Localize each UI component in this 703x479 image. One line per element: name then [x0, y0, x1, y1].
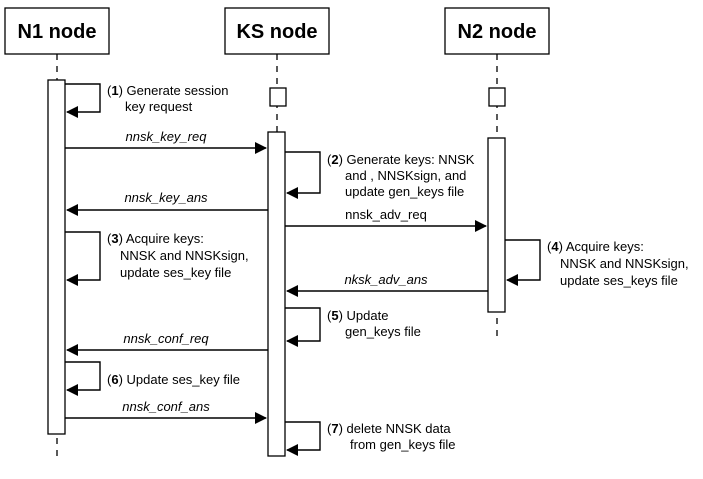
n2-activation-bar: [487, 137, 506, 313]
self-loop-4: [505, 239, 541, 286]
step-1-line1: Generate session: [123, 83, 229, 98]
msg-nnsk-key-req: nnsk_key_req: [126, 129, 208, 144]
step-3-line2: NNSK and NNSKsign,: [120, 248, 249, 263]
svg-text:(3) Acquire keys:: (3) Acquire keys:: [107, 231, 204, 246]
step-6-note: (6) Update ses_key file: [107, 372, 240, 387]
step-3-number: 3: [111, 231, 118, 246]
svg-text:(6) Update ses_key file: (6) Update ses_key file: [107, 372, 240, 387]
step-1-note: (1) Generate session key request: [107, 83, 228, 114]
svg-text:(5) Update: (5) Update: [327, 308, 388, 323]
step-6-number: 6: [111, 372, 118, 387]
ks-activation-bar: [267, 131, 286, 457]
step-4-line2: NNSK and NNSKsign,: [560, 256, 689, 271]
step-2-note: (2) Generate keys: NNSK and , NNSKsign, …: [327, 152, 475, 199]
msg-nnsk-conf-req: nnsk_conf_req: [123, 331, 209, 346]
n2-wait-box: [488, 87, 506, 107]
svg-text:(4) Acquire keys:: (4) Acquire keys:: [547, 239, 644, 254]
self-loop-7: [285, 421, 321, 456]
self-loop-6: [65, 361, 101, 396]
step-5-note: (5) Update gen_keys file: [327, 308, 421, 339]
step-1-line2: key request: [125, 99, 193, 114]
step-3-note: (3) Acquire keys: NNSK and NNSKsign, upd…: [107, 231, 249, 280]
step-5-line2: gen_keys file: [345, 324, 421, 339]
step-4-line1: Acquire keys:: [563, 239, 644, 254]
svg-text:(2) Generate keys: NNSK: (2) Generate keys: NNSK: [327, 152, 475, 167]
self-loop-5: [285, 307, 321, 347]
step-7-line2: from gen_keys file: [350, 437, 456, 452]
self-loop-3: [65, 231, 101, 286]
step-7-line1: delete NNSK data: [343, 421, 451, 436]
n2-node-title: N2 node: [458, 21, 537, 43]
step-3-line3: update ses_key file: [120, 265, 231, 280]
step-2-number: 2: [331, 152, 338, 167]
msg-nnsk-key-ans: nnsk_key_ans: [124, 190, 208, 205]
n2-node-box: N2 node: [444, 7, 550, 55]
self-loop-1: [65, 83, 101, 118]
msg-nksk-adv-ans: nksk_adv_ans: [344, 272, 428, 287]
step-7-number: 7: [331, 421, 338, 436]
step-1-number: 1: [111, 83, 118, 98]
step-5-line1: Update: [343, 308, 389, 323]
n1-node-box: N1 node: [4, 7, 110, 55]
step-4-number: 4: [551, 239, 559, 254]
step-6-line1: Update ses_key file: [123, 372, 240, 387]
msg-nnsk-conf-ans: nnsk_conf_ans: [122, 399, 210, 414]
n1-node-title: N1 node: [18, 21, 97, 43]
step-5-number: 5: [331, 308, 338, 323]
step-4-line3: update ses_keys file: [560, 273, 678, 288]
svg-text:(1) Generate session: (1) Generate session: [107, 83, 228, 98]
step-7-note: (7) delete NNSK data from gen_keys file: [327, 421, 456, 452]
step-3-line1: Acquire keys:: [123, 231, 204, 246]
ks-node-box: KS node: [224, 7, 330, 55]
step-4-note: (4) Acquire keys: NNSK and NNSKsign, upd…: [547, 239, 689, 288]
msg-nnsk-adv-req: nnsk_adv_req: [345, 207, 427, 222]
step-2-line2: and , NNSKsign, and: [345, 168, 466, 183]
step-2-line3: update gen_keys file: [345, 184, 464, 199]
svg-text:(7) delete NNSK data: (7) delete NNSK data: [327, 421, 451, 436]
ks-node-title: KS node: [236, 21, 317, 43]
self-loop-2: [285, 151, 321, 199]
n1-activation-bar: [47, 79, 66, 435]
step-2-line1: Generate keys: NNSK: [343, 152, 475, 167]
ks-wait-box: [269, 87, 287, 107]
